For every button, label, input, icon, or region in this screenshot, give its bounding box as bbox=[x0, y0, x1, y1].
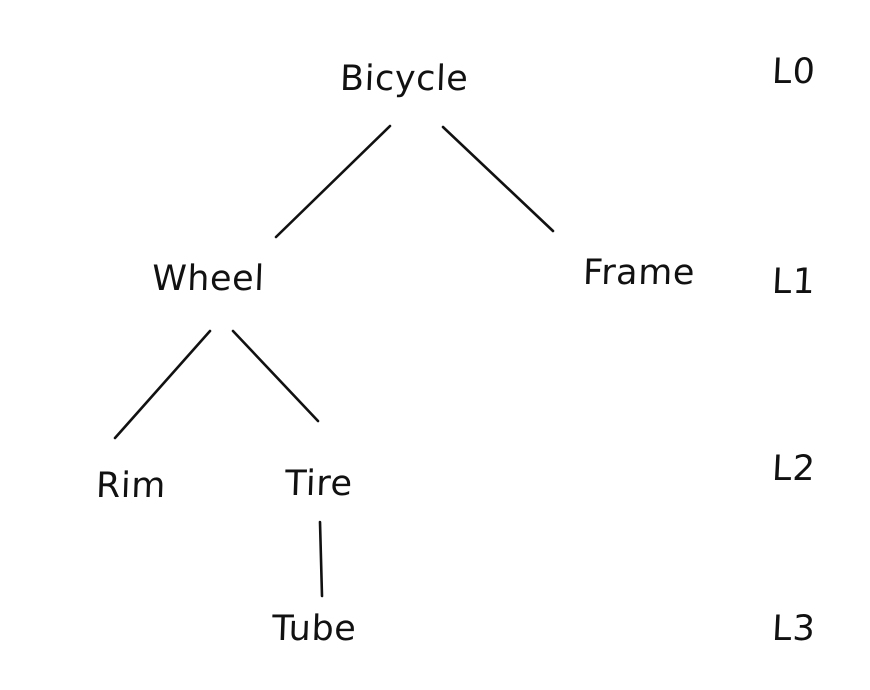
node-tire[interactable]: Tire bbox=[284, 464, 354, 504]
level-label-l3: L3 bbox=[770, 609, 817, 649]
node-wheel[interactable]: Wheel bbox=[151, 259, 266, 299]
edge-bicycle-wheel bbox=[274, 124, 392, 239]
node-bicycle[interactable]: Bicycle bbox=[339, 59, 470, 99]
edge-wheel-rim bbox=[113, 329, 212, 440]
edge-wheel-tire bbox=[231, 329, 320, 423]
node-tube[interactable]: Tube bbox=[271, 609, 358, 649]
node-frame[interactable]: Frame bbox=[582, 253, 696, 293]
level-label-l0: L0 bbox=[770, 52, 817, 92]
level-label-l2: L2 bbox=[770, 449, 817, 489]
level-label-l1: L1 bbox=[770, 262, 817, 302]
edge-bicycle-frame bbox=[441, 125, 555, 233]
edge-tire-tube bbox=[318, 520, 324, 598]
node-rim[interactable]: Rim bbox=[95, 466, 167, 506]
